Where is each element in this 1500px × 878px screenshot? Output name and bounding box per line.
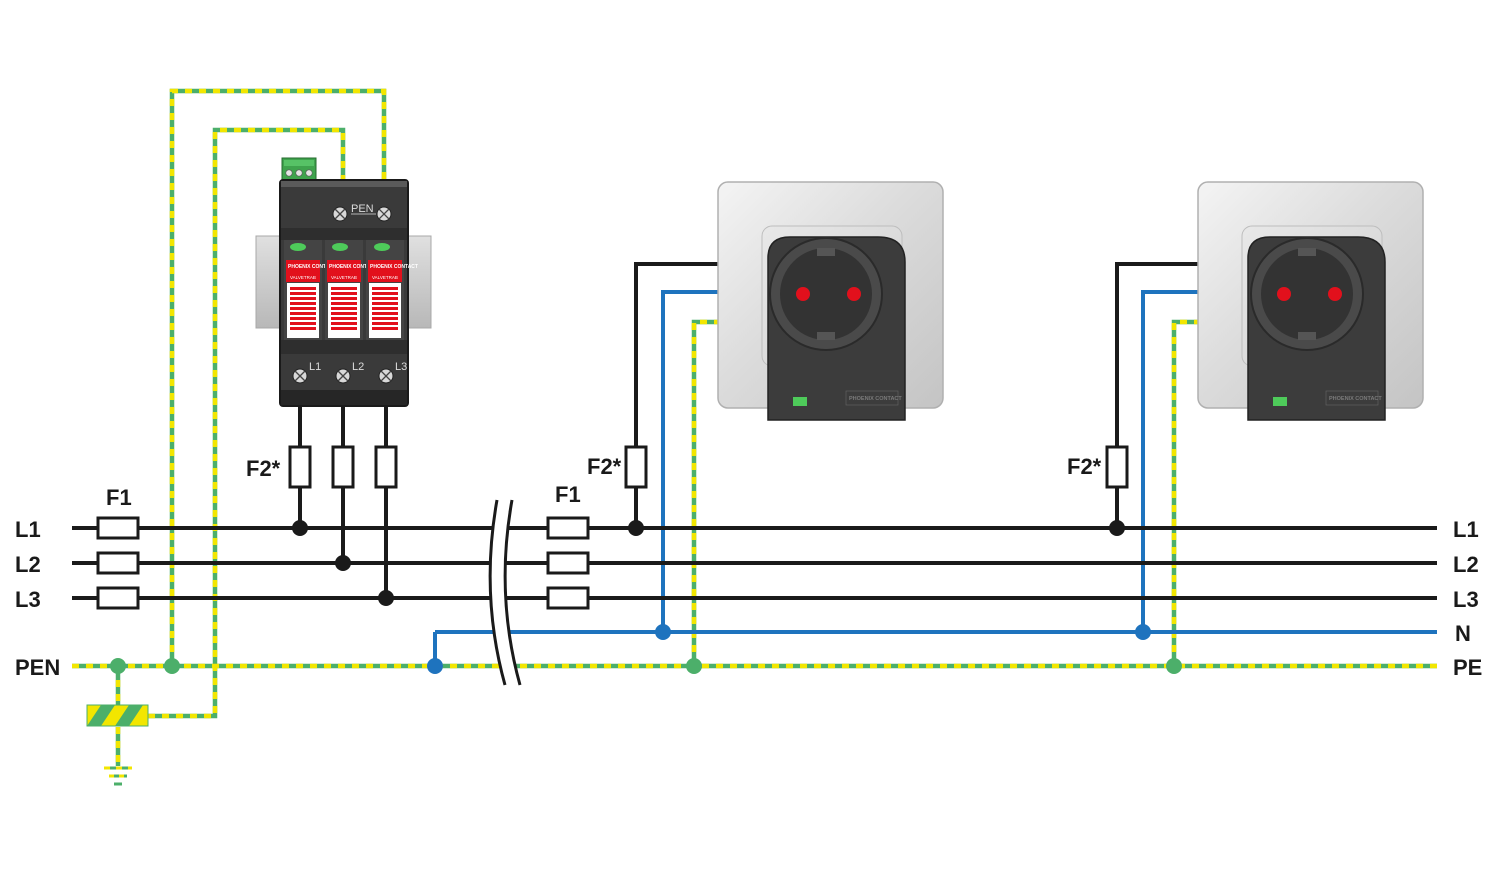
fuse-icon — [624, 445, 648, 489]
label-f1-mid: F1 — [555, 482, 581, 507]
label-l2-right: L2 — [1453, 552, 1479, 577]
label-l1-right: L1 — [1453, 517, 1479, 542]
fuse-labels: F1 F1 F2* F2* F2* — [106, 454, 1102, 510]
pen-busbar-icon — [86, 704, 149, 727]
product-label: VALVETRAB — [290, 275, 316, 280]
fuse-icon — [288, 445, 312, 489]
label-f2-spd: F2* — [246, 456, 281, 481]
terminal-label-l3: L3 — [395, 361, 407, 373]
product-label: VALVETRAB — [331, 275, 357, 280]
fuse-icon — [546, 586, 590, 610]
spd-module: PHOENIX CONTACT VALVETRAB — [284, 240, 336, 340]
ground-icon — [104, 766, 132, 786]
fuse-icon — [96, 551, 140, 575]
label-l3-right: L3 — [1453, 587, 1479, 612]
brand-label: PHOENIX CONTACT — [370, 264, 418, 270]
fuse-icon — [374, 445, 398, 489]
surge-protection-device: PEN PHOENIX CONTACT VALVETRAB PHOENIX CO… — [255, 157, 432, 407]
pe-conductors — [72, 88, 1437, 766]
status-led — [1273, 397, 1287, 406]
brand-label: PHOENIX CONTACT — [329, 264, 377, 270]
fuse-icon — [1105, 445, 1129, 489]
socket-pin-hole — [1328, 287, 1342, 301]
label-pe-right: PE — [1453, 655, 1482, 680]
fuse-icon — [546, 516, 590, 540]
fuses-f1-left — [96, 516, 140, 610]
label-f2-socket2: F2* — [1067, 454, 1102, 479]
socket-outlet-1: PHOENIX CONTACT — [717, 181, 944, 421]
pen-terminal-label: PEN — [351, 203, 374, 215]
fuse-icon — [96, 586, 140, 610]
socket-pin-hole — [796, 287, 810, 301]
socket-pin-hole — [1277, 287, 1291, 301]
fuses-f1-mid — [546, 516, 590, 610]
spd-module: PHOENIX CONTACT VALVETRAB — [366, 240, 418, 340]
socket-pin-hole — [847, 287, 861, 301]
product-label: VALVETRAB — [372, 275, 398, 280]
fuse-icon — [546, 551, 590, 575]
label-n-right: N — [1455, 621, 1471, 646]
conductor-labels-left: L1 L2 L3 PEN — [15, 517, 60, 680]
spd-module: PHOENIX CONTACT VALVETRAB — [325, 240, 377, 340]
label-l3-left: L3 — [15, 587, 41, 612]
junction-dots-pe — [110, 658, 1182, 674]
label-pen-left: PEN — [15, 655, 60, 680]
label-f2-socket1: F2* — [587, 454, 622, 479]
socket-outlet-2: PHOENIX CONTACT — [1197, 181, 1424, 421]
fuse-icon — [96, 516, 140, 540]
fuse-icon — [331, 445, 355, 489]
label-l2-left: L2 — [15, 552, 41, 577]
brand-label: PHOENIX CONTACT — [849, 396, 902, 402]
label-l1-left: L1 — [15, 517, 41, 542]
junction-dots-neutral — [427, 624, 1151, 674]
brand-label: PHOENIX CONTACT — [288, 264, 336, 270]
neutral-conductors — [433, 290, 1437, 666]
terminal-label-l2: L2 — [352, 361, 364, 373]
terminal-label-l1: L1 — [309, 361, 321, 373]
junction-dots-phase — [292, 520, 1125, 606]
break-mark-icon — [488, 499, 522, 686]
fuses-f2-spd — [288, 445, 1129, 489]
remote-signal-terminal — [281, 157, 317, 181]
brand-label: PHOENIX CONTACT — [1329, 396, 1382, 402]
pen-terminal-screws — [332, 206, 392, 222]
status-led — [793, 397, 807, 406]
phase-terminal-screws — [292, 368, 394, 384]
conductor-labels-right: L1 L2 L3 N PE — [1453, 517, 1482, 680]
label-f1-left: F1 — [106, 485, 132, 510]
